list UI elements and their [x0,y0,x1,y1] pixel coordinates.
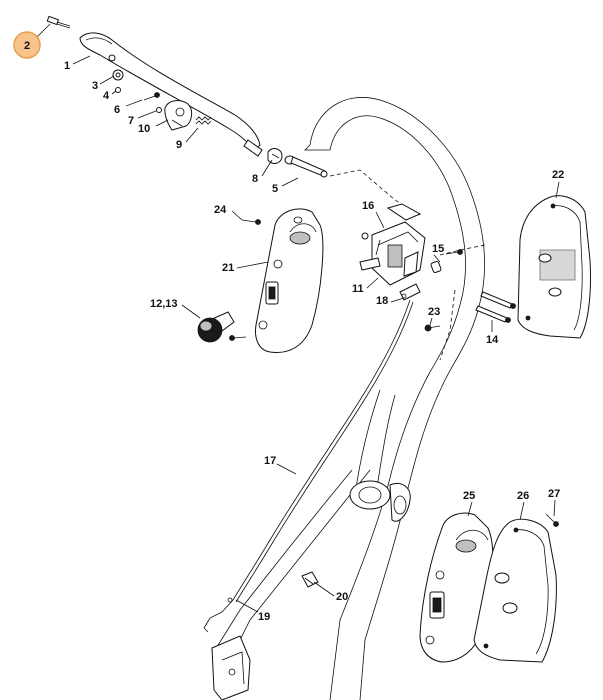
sleeve [430,260,442,274]
callout-11: 11 [352,283,364,295]
callout-labels: 2 1 3 4 6 7 10 9 8 5 24 21 12,13 16 11 1… [24,40,564,623]
handle-frame [214,97,486,700]
bracket-part-16 [361,203,422,240]
callout-19: 19 [258,611,270,623]
pin-part-7 [156,107,162,113]
connector-dash-2 [439,244,486,256]
mechanism-part-11 [359,221,426,286]
lever-part-10 [164,100,193,131]
clip-part-20 [301,571,319,588]
clip-part-8 [267,148,283,164]
spring-part-9 [195,116,212,125]
lower-bracket [211,635,251,700]
callout-1: 1 [64,60,70,72]
callout-17: 17 [264,455,276,467]
cable-part-17 [221,299,411,613]
callout-10: 10 [138,123,150,135]
callout-7: 7 [128,115,134,127]
cover-part-25 [419,512,494,663]
callout-2: 2 [24,40,30,52]
callout-16: 16 [362,200,374,212]
cover-part-26 [473,518,557,663]
screw-part-27 [545,513,559,527]
callout-8: 8 [252,173,258,185]
callout-22: 22 [552,169,564,181]
cable-end-part-19 [203,597,233,633]
callout-highlight-2 [13,31,41,59]
knob-part-12-13 [197,311,247,343]
callout-6: 6 [114,104,120,116]
cable-part-17-2 [235,301,414,603]
control-bar [79,32,263,157]
callout-20: 20 [336,591,348,603]
screw-part-15 [445,249,463,255]
callout-3: 3 [92,80,98,92]
callout-5: 5 [272,183,278,195]
screws-part-14 [475,291,516,323]
screw-part-2 [46,15,71,29]
callout-27: 27 [548,488,560,500]
cover-part-22 [517,195,591,339]
screw-part-24 [241,219,261,225]
callout-12-13: 12,13 [150,298,178,310]
cable-end-part-18 [399,283,421,301]
bolt-part-5 [284,155,328,178]
nut-part-4 [115,87,121,93]
cover-part-21 [255,208,324,354]
screw-part-23 [424,324,441,332]
callout-25: 25 [463,490,475,502]
screw-part-6 [143,92,160,101]
callout-9: 9 [176,139,182,151]
callout-14: 14 [486,334,499,346]
washer-part-3 [112,69,124,81]
callout-23: 23 [428,306,440,318]
callout-26: 26 [517,490,529,502]
leader-lines [35,23,560,613]
callout-24: 24 [214,204,227,216]
callout-4: 4 [103,90,110,102]
callout-18: 18 [376,295,388,307]
callout-21: 21 [222,262,234,274]
callout-15: 15 [432,243,444,255]
